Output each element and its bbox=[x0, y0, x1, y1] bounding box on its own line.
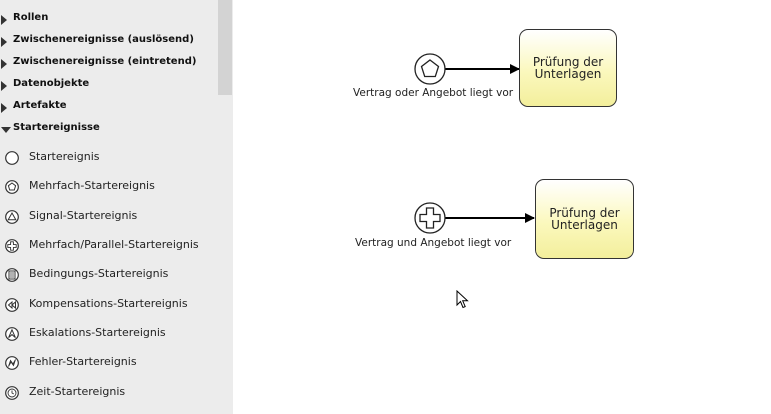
category-label: Zwischenereignisse (eintretend) bbox=[13, 56, 197, 67]
circle-icon bbox=[5, 151, 19, 165]
palette-item-label: Zeit-Startereignis bbox=[29, 385, 126, 398]
rewind-icon bbox=[5, 298, 19, 312]
category-zwischenereignisse-ausloesend[interactable]: Zwischenereignisse (auslösend) bbox=[0, 32, 215, 52]
mouse-cursor-icon bbox=[456, 290, 469, 309]
plus-icon bbox=[5, 239, 19, 253]
expand-arrow-icon bbox=[1, 103, 7, 113]
palette-item-label: Fehler-Startereignis bbox=[29, 355, 137, 368]
category-rollen[interactable]: Rollen bbox=[0, 10, 215, 30]
clock-icon bbox=[5, 386, 19, 400]
palette-item-label: Kompensations-Startereignis bbox=[29, 297, 188, 310]
category-label: Zwischenereignisse (auslösend) bbox=[13, 34, 194, 45]
palette-item-label: Startereignis bbox=[29, 150, 100, 163]
palette-item-label: Signal-Startereignis bbox=[29, 209, 138, 222]
lightning-icon bbox=[5, 356, 19, 370]
palette-item-label: Mehrfach-Startereignis bbox=[29, 179, 155, 192]
category-label: Artefakte bbox=[13, 100, 67, 111]
palette-item-eskalations-startereignis[interactable]: Eskalations-Startereignis bbox=[0, 320, 215, 346]
expand-arrow-icon bbox=[1, 37, 7, 47]
palette-item-kompensations-startereignis[interactable]: Kompensations-Startereignis bbox=[0, 291, 215, 317]
palette-item-mehrfach-parallel-startereignis[interactable]: Mehrfach/Parallel-Startereignis bbox=[0, 232, 215, 258]
category-zwischenereignisse-eintretend[interactable]: Zwischenereignisse (eintretend) bbox=[0, 54, 215, 74]
category-label: Rollen bbox=[13, 12, 49, 23]
task-pruefung-2[interactable]: Prüfung der Unterlagen bbox=[535, 179, 634, 259]
diagram-connections bbox=[414, 53, 535, 234]
palette-item-signal-startereignis[interactable]: Signal-Startereignis bbox=[0, 203, 215, 229]
category-startereignisse[interactable]: Startereignisse bbox=[0, 120, 215, 140]
task-pruefung-1[interactable]: Prüfung der Unterlagen bbox=[519, 29, 617, 107]
expand-arrow-icon bbox=[1, 59, 7, 69]
palette-item-label: Mehrfach/Parallel-Startereignis bbox=[29, 238, 199, 251]
parallel-multiple-start-event[interactable] bbox=[414, 202, 446, 234]
event-label: Vertrag oder Angebot liegt vor bbox=[353, 87, 514, 99]
triangle-icon bbox=[5, 210, 19, 224]
expand-arrow-icon bbox=[1, 81, 7, 91]
task-label: Prüfung der Unterlagen bbox=[549, 206, 620, 232]
document-icon bbox=[5, 268, 19, 282]
category-label: Datenobjekte bbox=[13, 78, 90, 89]
palette-item-fehler-startereignis[interactable]: Fehler-Startereignis bbox=[0, 349, 215, 375]
expand-arrow-icon bbox=[1, 15, 7, 25]
shape-palette-sidebar: Rollen Zwischenereignisse (auslösend) Zw… bbox=[0, 0, 233, 414]
palette-item-startereignis[interactable]: Startereignis bbox=[0, 144, 215, 170]
task-label: Prüfung der Unterlagen bbox=[532, 55, 604, 81]
event-label: Vertrag und Angebot liegt vor bbox=[355, 237, 512, 249]
pentagon-icon bbox=[5, 180, 19, 194]
category-label: Startereignisse bbox=[13, 122, 100, 133]
palette-item-mehrfach-startereignis[interactable]: Mehrfach-Startereignis bbox=[0, 173, 215, 199]
palette-item-label: Bedingungs-Startereignis bbox=[29, 267, 169, 280]
palette-item-bedingungs-startereignis[interactable]: Bedingungs-Startereignis bbox=[0, 261, 215, 287]
palette-item-label: Eskalations-Startereignis bbox=[29, 326, 166, 339]
escalation-icon bbox=[5, 327, 19, 341]
category-datenobjekte[interactable]: Datenobjekte bbox=[0, 76, 215, 96]
diagram-canvas[interactable]: Vertrag oder Angebot liegt vor Prüfung d… bbox=[233, 0, 771, 414]
multiple-start-event[interactable] bbox=[414, 53, 446, 85]
category-artefakte[interactable]: Artefakte bbox=[0, 98, 215, 118]
collapse-arrow-icon bbox=[1, 127, 11, 133]
sidebar-scrollbar[interactable] bbox=[218, 0, 232, 95]
palette-item-zeit-startereignis[interactable]: Zeit-Startereignis bbox=[0, 379, 215, 405]
